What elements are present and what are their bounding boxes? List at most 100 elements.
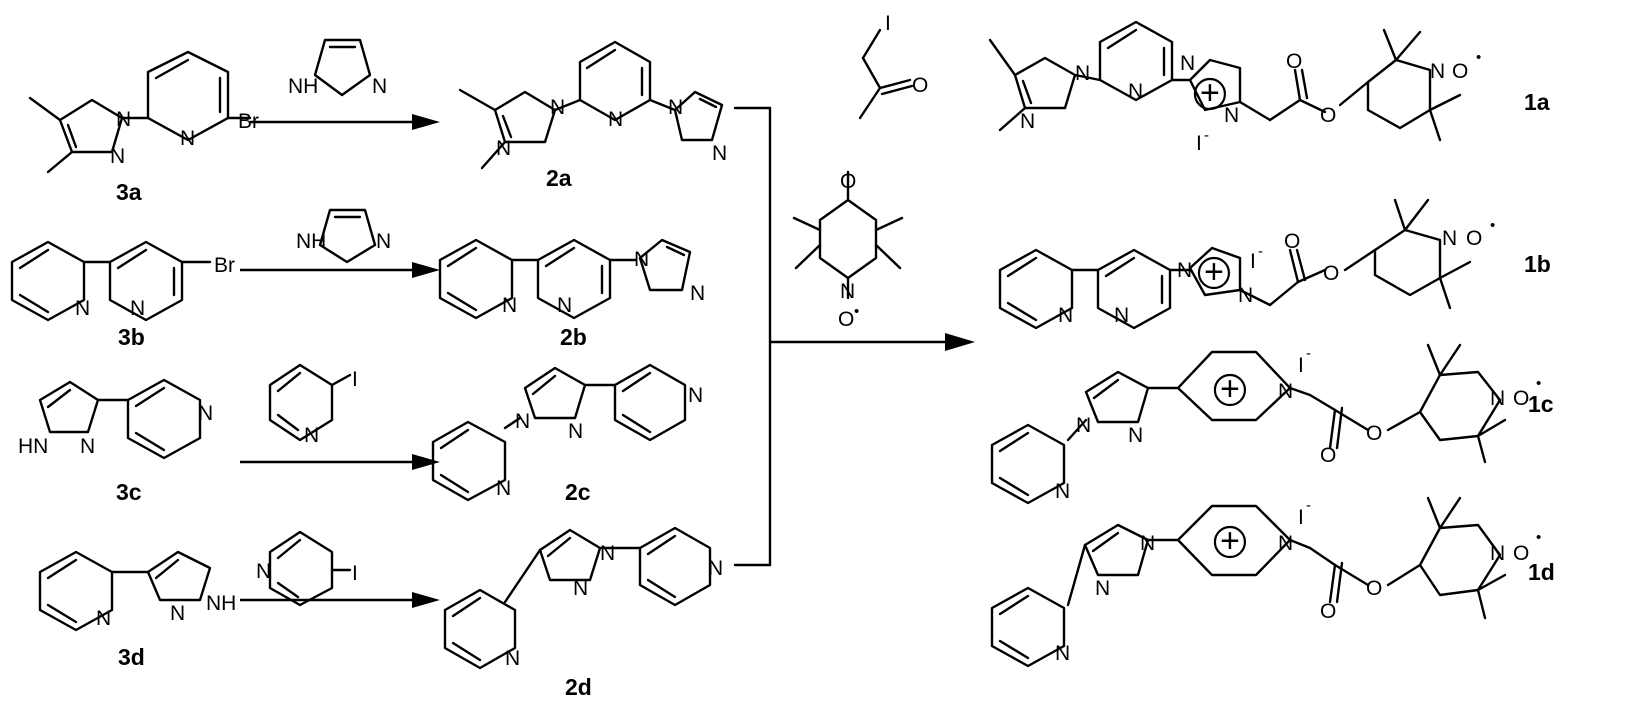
atom-o-radical: O	[1466, 227, 1482, 250]
atom-n: N	[573, 577, 588, 600]
atom-n: N	[1180, 52, 1195, 75]
iodopyridine-2-reagent	[268, 363, 352, 442]
atom-nh: NH	[296, 230, 326, 253]
compound-3b-structure	[10, 240, 212, 322]
compound-label-1b: 1b	[1524, 251, 1551, 277]
atom-o-ester: O	[1320, 104, 1336, 127]
iodide-counterion: I	[1298, 354, 1304, 377]
atom-n: N	[1058, 304, 1073, 327]
atom-n: N	[1075, 62, 1090, 85]
atom-o-carbonyl: O	[1284, 230, 1300, 253]
atom-n: N	[1177, 259, 1192, 282]
atom-n: N	[1076, 414, 1091, 437]
atom-n: N	[608, 108, 623, 131]
atom-n: N	[1490, 387, 1505, 410]
atom-i: I	[352, 562, 358, 585]
atom-o-radical: O	[1513, 387, 1529, 410]
compound-label-3c: 3c	[116, 479, 142, 505]
atom-n: N	[80, 435, 95, 458]
atom-n: N	[110, 145, 125, 168]
compound-1d-structure	[990, 496, 1507, 668]
main-reaction-arrow	[770, 333, 975, 351]
atom-i: I	[352, 368, 358, 391]
atom-n: N	[1224, 104, 1239, 127]
cationic-charge: +	[1204, 253, 1224, 291]
atom-n: N	[505, 647, 520, 670]
compound-2c-structure	[431, 363, 687, 502]
atom-n: N	[712, 142, 727, 165]
imidazole-reagent-a	[313, 38, 372, 97]
arrow-3b-to-2b	[240, 262, 440, 278]
atom-nh: NH	[206, 592, 236, 615]
atom-i: I	[885, 12, 891, 35]
atom-n: N	[1238, 284, 1253, 307]
atom-n: N	[1128, 424, 1143, 447]
atom-n: N	[688, 384, 703, 407]
arrow-3d-to-2d	[240, 592, 440, 608]
compound-1a-structure	[988, 20, 1462, 142]
atom-n: N	[550, 96, 565, 119]
radical-dot: •	[1536, 375, 1541, 392]
atom-o-carbonyl: O	[1320, 444, 1336, 467]
arrow-3c-to-2c	[240, 454, 440, 470]
atom-n: N	[116, 108, 131, 131]
charge-circle	[1213, 525, 1247, 559]
compound-1c-structure	[990, 343, 1507, 505]
compound-3d-structure	[38, 550, 212, 632]
iodide-charge: -	[1306, 497, 1311, 514]
atom-n: N	[130, 297, 145, 320]
atom-o-ester: O	[840, 170, 856, 193]
compound-label-1a: 1a	[1524, 89, 1550, 115]
radical-dot: •	[854, 303, 859, 320]
compound-1b-structure	[998, 198, 1472, 330]
atom-n: N	[376, 230, 391, 253]
iodide-charge: -	[1258, 243, 1263, 260]
imidazole-reagent-b	[318, 208, 377, 264]
compound-3c-structure	[38, 378, 202, 460]
atom-n: N	[1278, 532, 1293, 555]
radical-dot: •	[1476, 49, 1481, 66]
atom-n: N	[96, 607, 111, 630]
arrow-3a-to-2a	[250, 114, 440, 130]
compound-label-2a: 2a	[546, 165, 572, 191]
charge-circle	[1213, 373, 1247, 407]
atom-n: N	[690, 282, 705, 305]
atom-n: N	[170, 602, 185, 625]
atom-n: N	[1430, 60, 1445, 83]
atom-n: N	[1020, 110, 1035, 133]
charge-circle	[1197, 256, 1231, 290]
compound-label-2c: 2c	[565, 479, 591, 505]
cationic-charge: +	[1220, 522, 1240, 560]
atom-n: N	[600, 542, 615, 565]
compound-label-2d: 2d	[565, 674, 592, 700]
radical-dot: •	[1490, 217, 1495, 234]
atom-o-ester: O	[1366, 422, 1382, 445]
atom-n: N	[496, 477, 511, 500]
atom-n: N	[75, 297, 90, 320]
atom-n: N	[1114, 304, 1129, 327]
tempo-iodoacetate-reagent	[792, 28, 914, 300]
atom-n: N	[304, 424, 319, 447]
compound-3a-structure	[28, 50, 252, 174]
iodide-charge: -	[1306, 345, 1311, 362]
atom-n: N	[496, 137, 511, 160]
convergent-bracket	[733, 106, 772, 567]
atom-n: N	[840, 280, 855, 303]
charge-circle	[1193, 77, 1227, 111]
atom-n: N	[256, 560, 271, 583]
atom-nh: NH	[288, 75, 318, 98]
atom-br: Br	[238, 110, 259, 133]
atom-o-carbonyl: O	[1320, 600, 1336, 623]
atom-hn: HN	[18, 435, 48, 458]
atom-n: N	[1140, 532, 1155, 555]
compound-label-1c: 1c	[1528, 391, 1554, 417]
atom-n: N	[1490, 542, 1505, 565]
radical-dot: •	[1536, 529, 1541, 546]
atom-n: N	[1055, 642, 1070, 665]
atom-o-radical: O	[1452, 60, 1468, 83]
iodide-counterion: I	[1298, 506, 1304, 529]
compound-label-3d: 3d	[118, 644, 145, 670]
compound-label-2b: 2b	[560, 324, 587, 350]
compound-2d-structure	[443, 526, 712, 670]
